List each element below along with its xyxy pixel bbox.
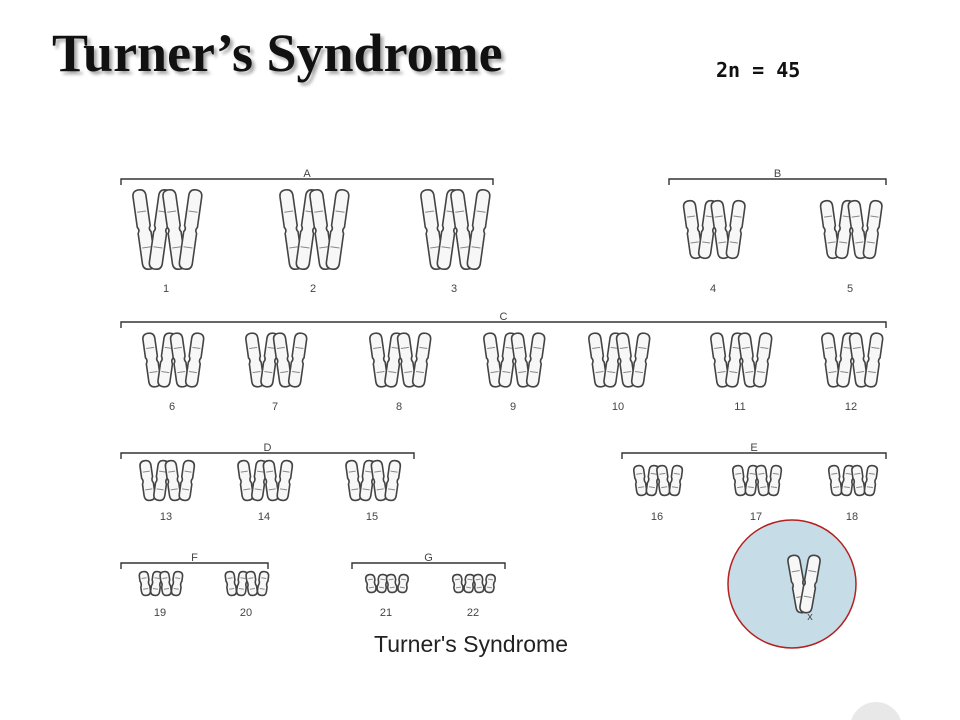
group-label-f: F: [191, 552, 198, 564]
karyotype-caption: Turner's Syndrome: [374, 631, 568, 657]
chromosome-16d: [668, 464, 684, 497]
chromosome-count-formula: 2n = 45: [716, 58, 801, 82]
group-label-e: E: [750, 442, 757, 454]
group-label-d: D: [264, 442, 272, 454]
chromosome-15d: [384, 459, 402, 502]
pair-label-15: 15: [366, 511, 378, 523]
pair-label-8: 8: [396, 401, 402, 413]
corner-decoration: [851, 702, 901, 720]
chromosome-20c: [245, 570, 259, 597]
pair-label-22: 22: [467, 607, 479, 619]
chromosome-18b: [840, 464, 856, 497]
chromosome-4d: [725, 199, 746, 260]
group-label-c: C: [500, 311, 508, 323]
chromosome-16b: [645, 464, 661, 497]
group-label-g: G: [424, 552, 433, 564]
group-label-b: B: [774, 168, 781, 180]
chromosome-17c: [755, 464, 770, 497]
pair-label-13: 13: [160, 511, 172, 523]
pair-label-10: 10: [612, 401, 624, 413]
bracket-group-e: [621, 452, 887, 459]
chromosome-21b: [376, 573, 389, 594]
chromosome-17b: [744, 464, 760, 497]
chromosome-17d: [767, 464, 783, 497]
pair-label-18: 18: [846, 511, 858, 523]
pair-label-1: 1: [163, 283, 169, 295]
chromosome-21c: [385, 573, 398, 594]
bracket-group-c: [120, 321, 887, 328]
chromosome-17a: [731, 464, 747, 497]
pair-label-3: 3: [451, 283, 457, 295]
chromosome-3d: [466, 188, 491, 271]
chromosome-22d: [484, 573, 496, 594]
chromosome-13b: [153, 459, 170, 502]
pair-label-16: 16: [651, 511, 663, 523]
chromosome-18d: [863, 464, 879, 497]
chromosome-20b: [235, 570, 249, 597]
chromosome-19c: [159, 570, 173, 597]
chromosome-20d: [256, 570, 270, 597]
chromosome-10d: [630, 332, 651, 388]
chromosome-12d: [863, 332, 884, 388]
chromosome-15b: [359, 459, 376, 502]
chromosome-20a: [224, 570, 238, 597]
chromosome-19b: [149, 570, 163, 597]
chromosome-19d: [170, 570, 184, 597]
chromosome-14d: [276, 459, 294, 502]
pair-label-2: 2: [310, 283, 316, 295]
pair-label-21: 21: [380, 607, 392, 619]
chromosome-19a: [138, 570, 152, 597]
pair-label-9: 9: [510, 401, 516, 413]
sex-chromosome-label: x: [807, 611, 813, 623]
chromosome-22a: [451, 573, 464, 594]
group-label-a: A: [303, 168, 311, 180]
x-chromosome-right-arm: [799, 554, 821, 614]
chromosome-18a: [827, 464, 843, 497]
missing-x-highlight-circle: [727, 519, 857, 649]
pair-label-19: 19: [154, 607, 166, 619]
pair-label-4: 4: [710, 283, 716, 295]
chromosome-22b: [463, 573, 476, 594]
pair-label-17: 17: [750, 511, 762, 523]
bracket-group-g: [351, 562, 506, 569]
pair-label-14: 14: [258, 511, 270, 523]
chromosome-2d: [325, 188, 350, 271]
chromosome-16c: [656, 464, 671, 497]
bracket-group-d: [120, 452, 415, 459]
chromosome-8d: [411, 332, 432, 388]
pair-label-7: 7: [272, 401, 278, 413]
chromosome-13d: [178, 459, 196, 502]
chromosome-22c: [472, 573, 485, 594]
chromosome-14b: [251, 459, 268, 502]
bracket-group-b: [668, 178, 887, 185]
bracket-group-a: [120, 178, 494, 185]
chromosome-1d: [178, 188, 203, 271]
chromosome-21a: [364, 573, 377, 594]
chromosome-5d: [862, 199, 883, 260]
chromosome-6d: [184, 332, 205, 388]
chromosome-21d: [397, 573, 409, 594]
chromosome-11d: [752, 332, 773, 388]
chromosome-7d: [287, 332, 308, 388]
pair-label-20: 20: [240, 607, 252, 619]
bracket-group-f: [120, 562, 269, 569]
pair-label-11: 11: [734, 401, 745, 413]
pair-label-5: 5: [847, 283, 853, 295]
pair-label-6: 6: [169, 401, 175, 413]
chromosome-16a: [632, 464, 648, 497]
pair-label-12: 12: [845, 401, 857, 413]
chromosome-18c: [851, 464, 866, 497]
slide-title: Turner’s Syndrome: [52, 23, 503, 83]
chromosome-9d: [525, 332, 546, 388]
